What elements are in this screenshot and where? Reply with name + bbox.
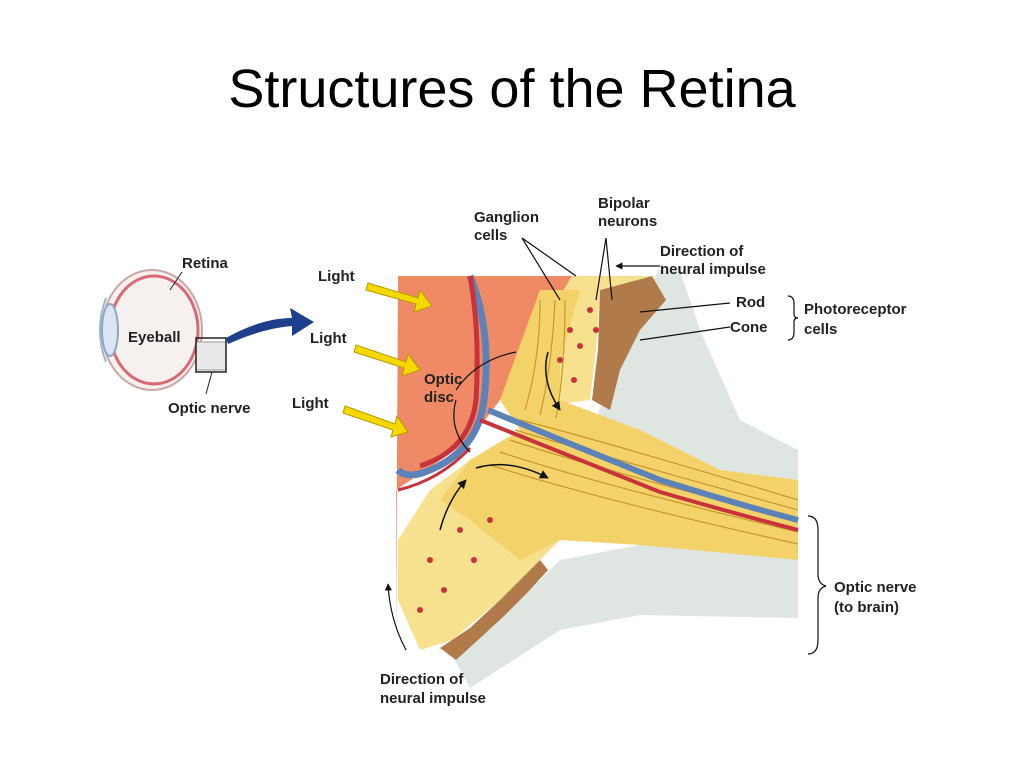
- light-arrow-3: [342, 405, 409, 438]
- cornea: [99, 297, 107, 363]
- label-direction-top-2: neural impulse: [660, 261, 766, 278]
- artery-lower: [397, 446, 472, 492]
- label-bipolar-1: Bipolar: [598, 195, 650, 212]
- optic-nerve-leader: [205, 371, 213, 395]
- label-light-3: Light: [292, 395, 329, 412]
- label-optic-nerve-brain-1: Optic nerve: [834, 579, 917, 596]
- magnified-retina: [395, 270, 799, 688]
- light-arrow-2: [353, 344, 421, 377]
- label-light-1: Light: [318, 268, 355, 285]
- artery-branch: [479, 418, 799, 532]
- label-retina: Retina: [182, 255, 229, 272]
- flow-arrow-upper: [545, 351, 561, 411]
- magnify-box: [195, 337, 227, 373]
- label-light-2: Light: [310, 330, 347, 347]
- vein: [395, 274, 490, 479]
- light-arrows: [342, 282, 433, 438]
- label-optic-nerve-brain-2: (to brain): [834, 599, 899, 616]
- label-rod: Rod: [736, 294, 765, 311]
- label-direction-bottom-1: Direction of: [380, 671, 464, 688]
- slide-title: Structures of the Retina: [228, 59, 796, 119]
- label-optic-disc-1: Optic: [424, 371, 462, 388]
- flow-arrow-middle: [475, 463, 549, 479]
- vein-branch: [486, 407, 799, 523]
- sclera-lower: [452, 542, 798, 688]
- light-arrow-1: [365, 282, 433, 313]
- eye-zoom-arrow: [226, 308, 314, 344]
- label-ganglion-2: cells: [474, 227, 507, 244]
- label-direction-top-1: Direction of: [660, 243, 744, 260]
- label-ganglion-1: Ganglion: [474, 209, 539, 226]
- lens: [101, 303, 119, 357]
- optic-nerve-stub: [195, 341, 227, 371]
- pigment-lower: [440, 560, 548, 660]
- pigment-layer: [592, 276, 666, 410]
- label-optic-nerve-small: Optic nerve: [168, 400, 251, 417]
- bottom-impulse-arrow: [384, 583, 407, 651]
- label-photoreceptor-2: cells: [804, 321, 837, 338]
- label-direction-bottom-2: neural impulse: [380, 690, 486, 707]
- label-bipolar-2: neurons: [598, 213, 657, 230]
- neuron-cells: [417, 307, 599, 613]
- photoreceptor-brace: [787, 295, 799, 341]
- eyeball-illustration: [99, 269, 314, 395]
- label-optic-disc-2: disc: [424, 389, 454, 406]
- retina-leader: [169, 271, 183, 291]
- flow-arrow-lower: [439, 479, 467, 531]
- fiber-lines: [489, 299, 799, 545]
- vitreous-humor: [396, 276, 572, 648]
- artery: [419, 275, 480, 469]
- label-cone: Cone: [730, 319, 768, 336]
- label-eyeball: Eyeball: [128, 329, 181, 346]
- label-photoreceptor-1: Photoreceptor: [804, 301, 907, 318]
- optic-nerve-brace: [807, 515, 827, 655]
- leader-lines: [384, 237, 827, 655]
